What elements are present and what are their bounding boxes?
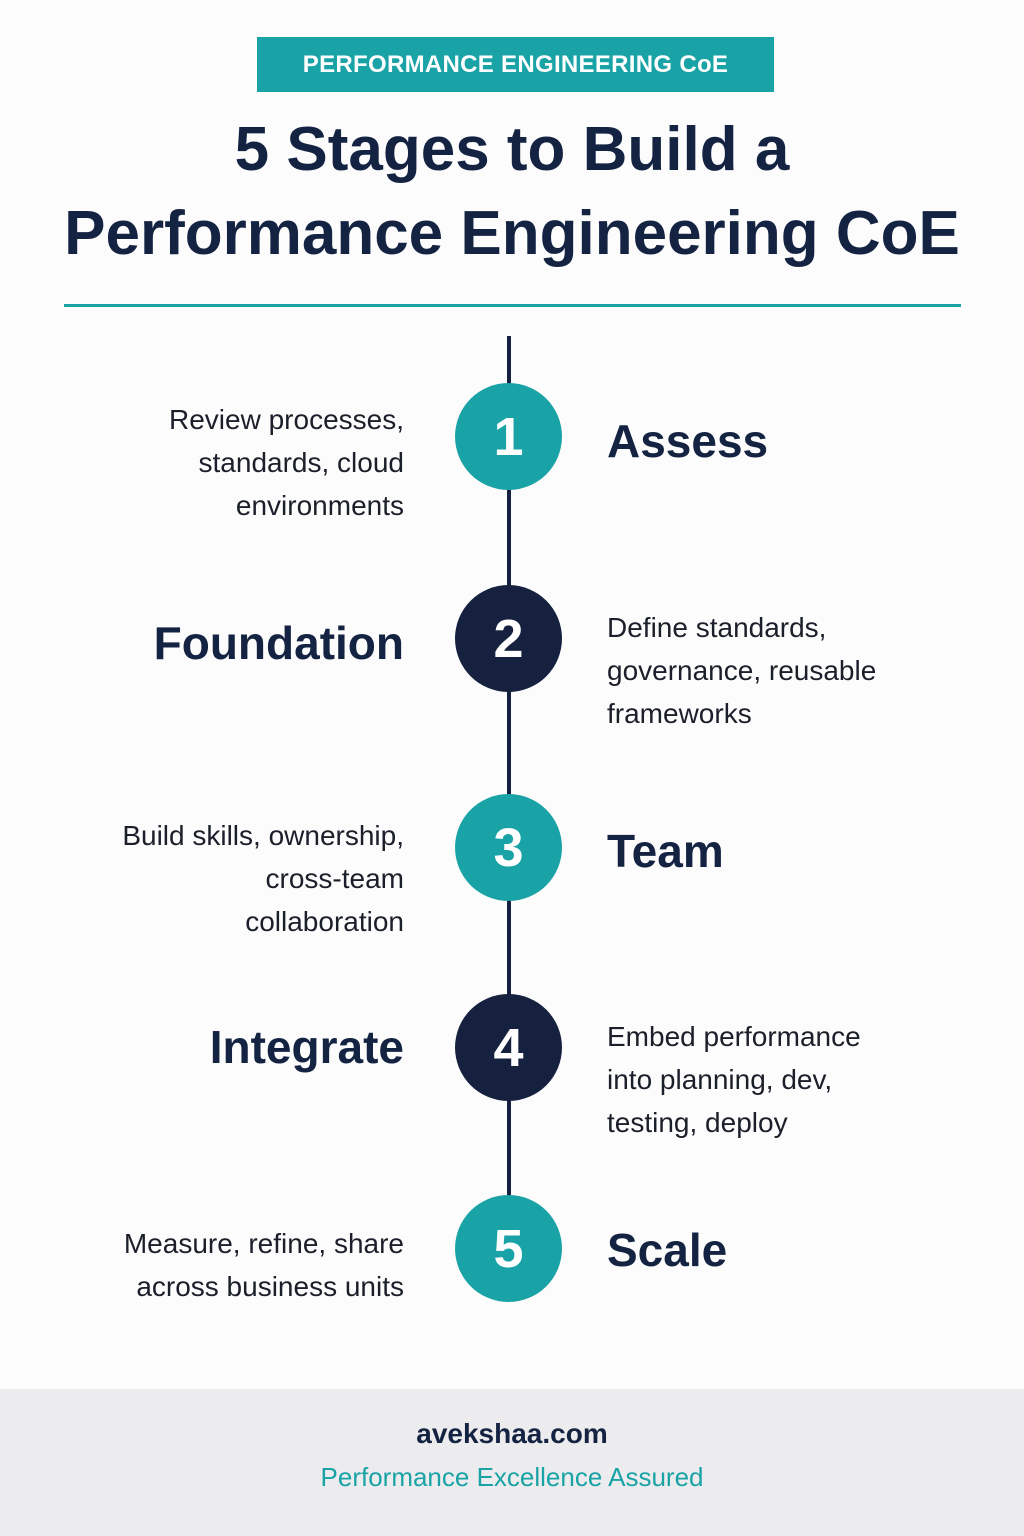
stage-1-desc-line-2: standards, cloud [198,447,404,478]
stage-4-title: Integrate [209,1021,404,1073]
stage-3-desc-line-3: collaboration [245,906,404,937]
stage-4-description: Embed performance into planning, dev, te… [607,1015,861,1144]
stage-5-desc-line-2: across business units [136,1271,404,1302]
stage-1-desc-line-1: Review processes, [169,404,404,435]
stage-1-number-badge: 1 [455,383,562,490]
stage-1-title: Assess [607,415,769,467]
header-divider [64,304,961,307]
stage-3-number-badge: 3 [455,794,562,901]
stage-4-desc-line-2: into planning, dev, [607,1064,833,1095]
stage-3-desc-line-1: Build skills, ownership, [122,820,404,851]
stage-5-title: Scale [607,1224,728,1276]
stage-2-description: Define standards, governance, reusable f… [607,606,876,735]
timeline-line [507,336,511,1249]
stage-5-number-badge: 5 [455,1195,562,1302]
stage-5-desc-line-1: Measure, refine, share [123,1228,404,1259]
stage-2-title: Foundation [153,617,404,669]
stage-4-desc-line-1: Embed performance [607,1021,861,1052]
stage-2-desc-line-3: frameworks [607,698,752,729]
stage-2-number-badge: 2 [455,585,562,692]
footer-website: avekshaa.com [416,1418,608,1449]
stage-4-number-badge: 4 [455,994,562,1101]
stage-3-description: Build skills, ownership, cross-team coll… [122,814,404,943]
title-line-1: 5 Stages to Build a [234,115,790,184]
stage-1-desc-line-3: environments [235,490,404,521]
stage-4-desc-line-3: testing, deploy [607,1107,788,1138]
stage-5-description: Measure, refine, share across business u… [124,1222,404,1308]
footer-tagline: Performance Excellence Assured [320,1462,704,1492]
stage-1-description: Review processes, standards, cloud envir… [169,398,404,527]
stage-2-desc-line-2: governance, reusable [607,655,877,686]
footer-band [0,1389,1024,1536]
title-line-2: Performance Engineering CoE [64,199,960,268]
page-title: 5 Stages to Build a Performance Engineer… [0,108,1024,276]
stage-3-title: Team [607,825,724,877]
stage-3-desc-line-2: cross-team [265,863,404,894]
category-tag: PERFORMANCE ENGINEERING CoE [257,37,774,92]
stage-2-desc-line-1: Define standards, [607,612,827,643]
